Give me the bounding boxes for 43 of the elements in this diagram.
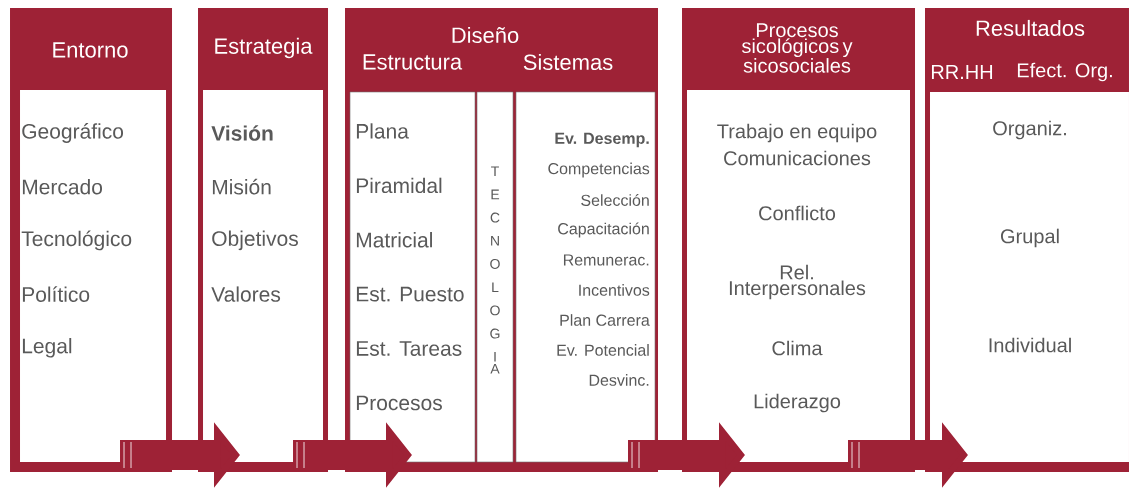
- list-item: Selección: [581, 194, 649, 206]
- column-heading: Resultados: [976, 19, 1085, 37]
- list-item: Liderazgo: [754, 393, 841, 413]
- list-item: Grupal: [1001, 228, 1059, 248]
- list-item: Político: [22, 286, 90, 302]
- list-item: Ev. Potencial: [557, 344, 649, 356]
- list-item: Clima: [772, 340, 823, 356]
- list-item: Capacitación: [558, 222, 649, 238]
- list-item: Mercado: [22, 179, 102, 195]
- column-heading: RR.HH: [932, 65, 993, 79]
- list-item: Conflicto: [759, 205, 836, 221]
- column-heading: Procesos sicológicos y sicosociales: [742, 23, 853, 73]
- list-item: Remunerac.: [564, 254, 649, 266]
- list-item: Rel. Interpersonales: [729, 264, 866, 300]
- list-item: Desvinc.: [589, 374, 649, 386]
- list-item: Plana: [356, 123, 409, 139]
- list-item: Procesos: [356, 395, 442, 411]
- list-item: Ev. Desemp.: [555, 132, 649, 148]
- list-item: Incentivos: [579, 284, 650, 296]
- list-item: Organiz.: [993, 120, 1066, 140]
- vertical-label: TECNOLOGIA: [490, 166, 500, 374]
- list-item: Competencias: [548, 162, 650, 178]
- list-item: Valores: [211, 286, 281, 302]
- list-item: Trabajo en equipo: [717, 123, 877, 143]
- list-item: Est. Puesto: [356, 286, 464, 302]
- list-item: Geográfico: [22, 123, 124, 143]
- column-heading: Efect. Org.: [1017, 62, 1112, 82]
- column-heading: Estrategia: [215, 37, 313, 59]
- list-item: Plan Carrera: [560, 314, 650, 326]
- list-item: Tecnológico: [21, 230, 132, 251]
- list-item: Objetivos: [212, 230, 298, 251]
- list-item: Piramidal: [356, 177, 442, 194]
- column-heading: Entorno: [53, 42, 128, 58]
- list-item: Legal: [22, 338, 72, 358]
- list-item: Misión: [212, 178, 271, 195]
- list-item: Comunicaciones: [724, 150, 871, 166]
- list-item: Visión: [211, 125, 273, 141]
- list-item: Est. Tareas: [356, 341, 462, 356]
- column-heading: Sistemas: [523, 53, 613, 71]
- column-heading: Estructura: [363, 54, 463, 70]
- column-heading: Diseño: [452, 26, 519, 44]
- list-item: Matricial: [356, 232, 432, 248]
- list-item: Individual: [989, 337, 1071, 353]
